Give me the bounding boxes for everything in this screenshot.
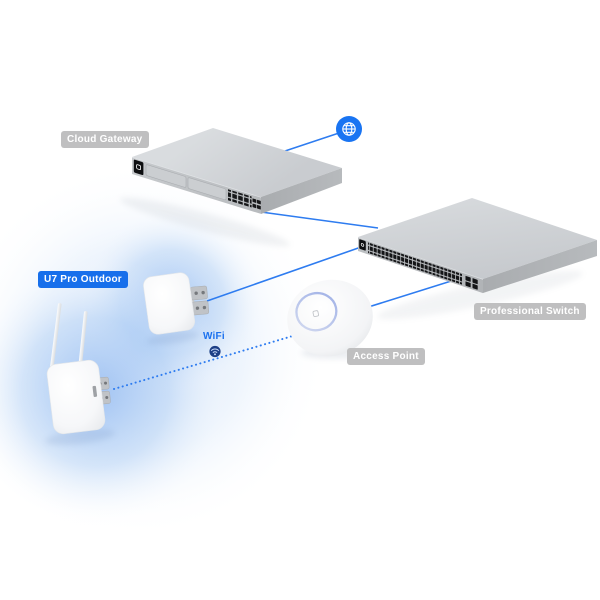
gateway-drive-bays	[145, 164, 227, 201]
wifi-icon	[209, 345, 221, 358]
gateway-top-face	[132, 128, 342, 197]
gateway-right-face	[261, 168, 342, 214]
gateway-ethernet-ports	[228, 189, 252, 208]
outdoor-body	[46, 359, 106, 435]
gateway-screen	[133, 159, 144, 176]
ap-led-ring	[295, 291, 338, 332]
link-internet-gateway	[284, 130, 346, 152]
antenna-left	[50, 302, 62, 369]
cloud-gateway-label[interactable]: Cloud Gateway	[61, 131, 149, 148]
ap-logo	[312, 310, 319, 318]
switch-screen	[359, 239, 366, 251]
switch-right-face	[483, 240, 597, 293]
wifi-label: WiFi	[203, 331, 225, 342]
link-gateway-switch	[260, 211, 379, 229]
switch-sfp-ports	[465, 275, 478, 290]
globe-icon[interactable]	[336, 116, 362, 142]
switch-ethernet-ports	[368, 242, 462, 285]
panel-body	[143, 272, 196, 335]
cloud-gateway-device[interactable]	[118, 128, 342, 253]
access-point-device[interactable]	[280, 272, 380, 364]
professional-switch-label[interactable]: Professional Switch	[474, 303, 586, 320]
ap-disc	[287, 279, 373, 357]
access-point-label[interactable]: Access Point	[347, 348, 425, 365]
u7-pro-outdoor-label[interactable]: U7 Pro Outdoor	[38, 271, 128, 288]
gateway-sfp-ports	[252, 198, 261, 210]
link-switch-u7panel	[206, 245, 365, 302]
switch-top-face	[358, 198, 597, 279]
link-switch-ap	[361, 276, 465, 310]
u7-pro-outdoor-antenna-device[interactable]	[44, 302, 115, 448]
u7-pro-outdoor-panel-device[interactable]	[142, 272, 210, 347]
wireless-link-ap-u7	[113, 334, 297, 390]
professional-switch-device[interactable]	[358, 198, 597, 328]
